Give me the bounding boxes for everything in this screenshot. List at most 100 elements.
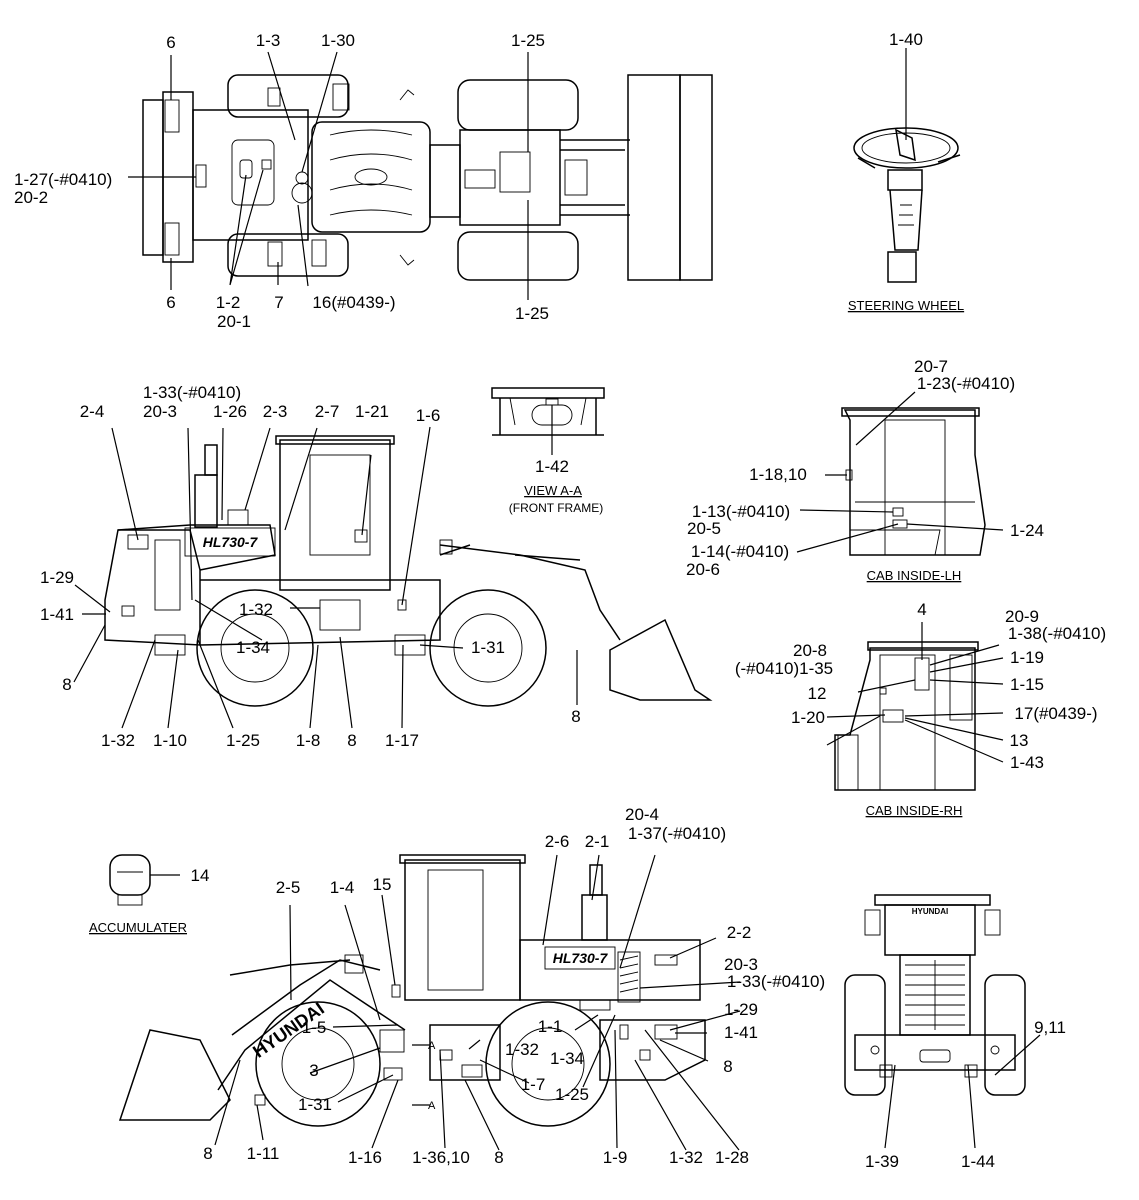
label-13: 13 <box>1010 731 1029 750</box>
steering-wheel-view: 1-40 STEERING WHEEL <box>848 30 964 313</box>
label-2-7: 2-7 <box>315 402 340 421</box>
label-8-rh-1: 8 <box>723 1057 732 1076</box>
label-1-1: 1-1 <box>538 1017 563 1036</box>
top-front-tire-right <box>457 231 579 281</box>
label-20-9: 20-9 <box>1005 607 1039 626</box>
rh-front-wheel <box>255 1001 381 1127</box>
rear-view: HYUNDAI 9,11 1-39 1-44 <box>844 894 1066 1171</box>
label-1-37: 1-37(-#0410) <box>628 824 726 843</box>
label-1-40: 1-40 <box>889 30 923 49</box>
label-1-32-rh-2: 1-32 <box>669 1148 703 1167</box>
label-1-29-rh: 1-29 <box>724 1000 758 1019</box>
label-1-17: 1-17 <box>385 731 419 750</box>
label-2-5: 2-5 <box>276 878 301 897</box>
label-20-1: 20-1 <box>217 312 251 331</box>
label-1-34-rh: 1-34 <box>550 1049 584 1068</box>
label-1-31-rh: 1-31 <box>298 1095 332 1114</box>
label-1-25-bottom: 1-25 <box>515 304 549 323</box>
label-1-15: 1-15 <box>1010 675 1044 694</box>
top-rear-tire-right <box>227 233 349 277</box>
label-20-3-lh: 20-3 <box>143 402 177 421</box>
label-8-rh-2: 8 <box>203 1144 212 1163</box>
label-17: 17(#0439-) <box>1014 704 1097 723</box>
label-1-43: 1-43 <box>1010 753 1044 772</box>
label-1-24: 1-24 <box>1010 521 1044 540</box>
label-1-14: 1-14(-#0410) <box>691 542 789 561</box>
accumulater-body <box>109 854 151 896</box>
label-1-23: 1-23(-#0410) <box>917 374 1015 393</box>
top-engine-hood <box>192 109 309 241</box>
label-7: 7 <box>274 293 283 312</box>
section-marker-a-upper: A <box>428 1040 436 1052</box>
label-8-lh-1: 8 <box>62 675 71 694</box>
caption-front-frame: (FRONT FRAME) <box>509 501 603 515</box>
label-2-1: 2-1 <box>585 832 610 851</box>
label-6-top: 6 <box>166 33 175 52</box>
label-1-33-lh: 1-33(-#0410) <box>143 383 241 402</box>
rh-rear-wheel <box>485 1001 611 1127</box>
label-1-27: 1-27(-#0410) <box>14 170 112 189</box>
label-1-9: 1-9 <box>603 1148 628 1167</box>
label-1-5: 1-5 <box>302 1018 327 1037</box>
rh-grille <box>617 951 641 1003</box>
rh-model-decal <box>544 946 616 970</box>
label-16: 16(#0439-) <box>312 293 395 312</box>
label-1-31-lh: 1-31 <box>471 638 505 657</box>
label-1-18-10: 1-18,10 <box>749 465 807 484</box>
lh-cab <box>279 439 391 591</box>
rh-engine-hood <box>519 939 701 1001</box>
label-2-3: 2-3 <box>263 402 288 421</box>
label-8-rh-3: 8 <box>494 1148 503 1167</box>
label-14: 14 <box>191 866 210 885</box>
label-1-32-lh-1: 1-32 <box>101 731 135 750</box>
lh-rear-wheel <box>196 589 314 707</box>
side-view-rh: HL730-7 HYUNDAI A A 20-4 1-37(-#0410) 2-… <box>118 805 825 1167</box>
rear-counterweight <box>854 1034 1016 1071</box>
lh-cab-door <box>309 454 371 556</box>
lh-exhaust <box>194 474 218 528</box>
top-bucket-edge <box>679 74 713 281</box>
steering-column-joint <box>887 251 917 283</box>
label-1-3: 1-3 <box>256 31 281 50</box>
label-20-6: 20-6 <box>686 560 720 579</box>
label-1-10: 1-10 <box>153 731 187 750</box>
label-1-34-lh: 1-34 <box>236 638 270 657</box>
label-1-36-10: 1-36,10 <box>412 1148 470 1167</box>
label-6-bottom: 6 <box>166 293 175 312</box>
label-1-16: 1-16 <box>348 1148 382 1167</box>
rh-lift-arm <box>217 979 406 1091</box>
rh-cab-door <box>427 869 484 991</box>
caption-accumulater: ACCUMULATER <box>89 920 187 935</box>
label-1-11: 1-11 <box>247 1144 280 1163</box>
caption-cab-inside-lh: CAB INSIDE-LH <box>867 568 962 583</box>
lh-frame <box>199 579 441 646</box>
label-1-4: 1-4 <box>330 878 355 897</box>
label-20-8: 20-8 <box>793 641 827 660</box>
lh-lift-arm <box>439 544 621 641</box>
cab-inside-lh-view: 20-7 1-23(-#0410) 1-18,10 1-13(-#0410) 2… <box>686 357 1044 583</box>
label-1-6: 1-6 <box>416 406 441 425</box>
rh-tilt-cylinder <box>229 959 351 976</box>
label-1-32-lh-2: 1-32 <box>239 600 273 619</box>
lh-engine-hood <box>117 524 276 571</box>
top-view: 6 1-3 1-30 1-25 1-27(-#0410) 20-2 6 1-2 … <box>14 31 713 331</box>
label-1-28: 1-28 <box>715 1148 749 1167</box>
label-1-42: 1-42 <box>535 457 569 476</box>
lh-front-wheel <box>429 589 547 707</box>
label-15: 15 <box>373 875 392 894</box>
label-1-29-lh: 1-29 <box>40 568 74 587</box>
lh-bucket <box>609 618 713 701</box>
label-1-39: 1-39 <box>865 1152 899 1171</box>
label-1-38: 1-38(-#0410) <box>1008 624 1106 643</box>
label-1-13: 1-13(-#0410) <box>692 502 790 521</box>
label-3: 3 <box>309 1061 318 1080</box>
lh-model-text: HL730-7 <box>203 534 259 550</box>
label-1-44: 1-44 <box>961 1152 995 1171</box>
label-2-2: 2-2 <box>727 923 752 942</box>
label-1-8: 1-8 <box>296 731 321 750</box>
rh-bucket <box>118 1029 231 1121</box>
label-1-2: 1-2 <box>216 293 241 312</box>
top-bucket <box>627 74 681 281</box>
caption-steering-wheel: STEERING WHEEL <box>848 298 964 313</box>
top-front-tire-left <box>457 79 579 131</box>
